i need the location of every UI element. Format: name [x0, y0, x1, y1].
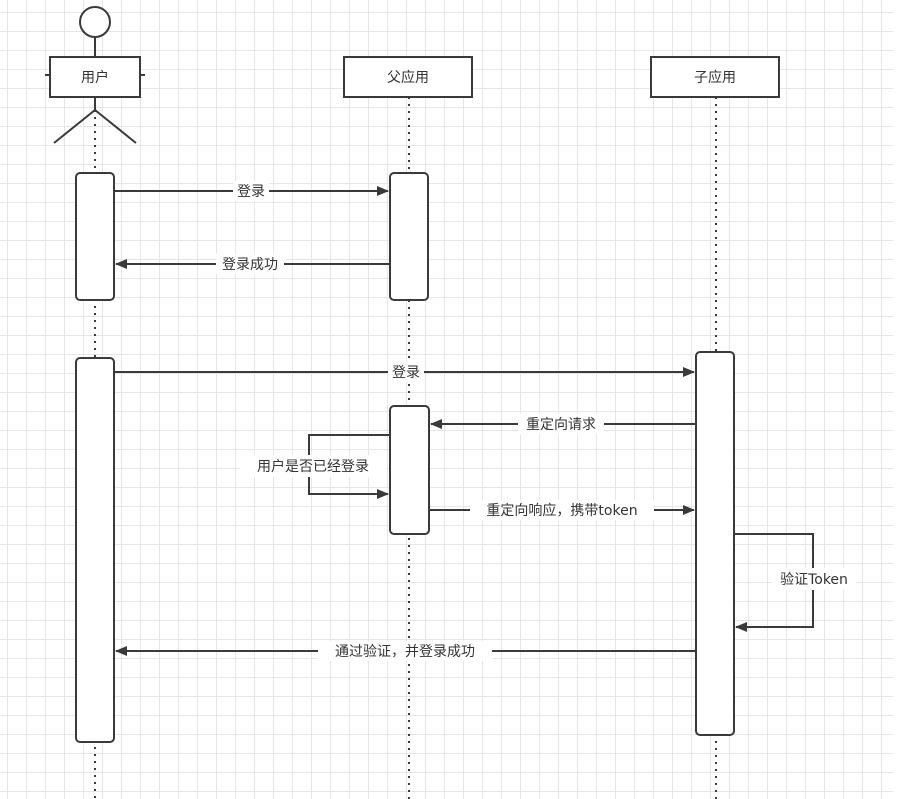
actor-head-icon — [79, 6, 111, 38]
participant-user[interactable]: 用户 — [45, 6, 145, 144]
participant-child-box — [650, 56, 780, 98]
message-label-bg — [240, 455, 386, 477]
participant-parent-label: 父应用 — [387, 69, 429, 86]
message-label: 重定向请求 — [526, 417, 596, 433]
message-label: 用户是否已经登录 — [257, 458, 369, 475]
message-label-bg — [233, 181, 269, 201]
message-label-bg — [470, 500, 654, 520]
participant-child[interactable]: 子应用 — [650, 56, 780, 98]
participant-parent[interactable]: 父应用 — [343, 56, 473, 98]
message-login-to-child[interactable]: 登录 — [114, 362, 695, 382]
participant-user-label: 用户 — [81, 69, 109, 86]
message-label-bg — [216, 254, 284, 274]
message-label: 登录 — [392, 365, 420, 381]
message-verify-token[interactable]: 验证Token — [734, 533, 856, 632]
actor-leg-left — [53, 109, 96, 144]
message-label: 登录 — [237, 184, 265, 200]
message-label-bg — [388, 362, 424, 382]
diagram-canvas: 用户 父应用 子应用 登录 登录成功 登录 重定向请求 — [0, 0, 893, 799]
activation-parent-1 — [389, 172, 429, 301]
message-label: 重定向响应，携带token — [486, 502, 637, 519]
message-label: 登录成功 — [222, 257, 278, 273]
message-label-bg — [518, 414, 604, 434]
message-redirect-request[interactable]: 重定向请求 — [430, 414, 696, 434]
message-verified-login-success[interactable]: 通过验证，并登录成功 — [115, 641, 696, 661]
message-label: 通过验证，并登录成功 — [335, 644, 475, 660]
activation-child-1 — [695, 351, 735, 736]
message-label: 验证Token — [780, 572, 848, 588]
message-label-bg — [772, 568, 856, 590]
message-login-success[interactable]: 登录成功 — [115, 254, 390, 274]
message-login-to-parent[interactable]: 登录 — [114, 181, 389, 201]
activation-user-2 — [75, 357, 115, 743]
participant-parent-box — [343, 56, 473, 98]
activation-parent-2 — [389, 405, 430, 535]
message-check-logged-in[interactable]: 用户是否已经登录 — [240, 434, 390, 499]
participant-child-label: 子应用 — [694, 69, 736, 86]
message-redirect-response[interactable]: 重定向响应，携带token — [429, 500, 695, 520]
message-label-bg — [318, 641, 492, 661]
actor-leg-right — [94, 109, 137, 144]
activation-user-1 — [75, 172, 115, 301]
